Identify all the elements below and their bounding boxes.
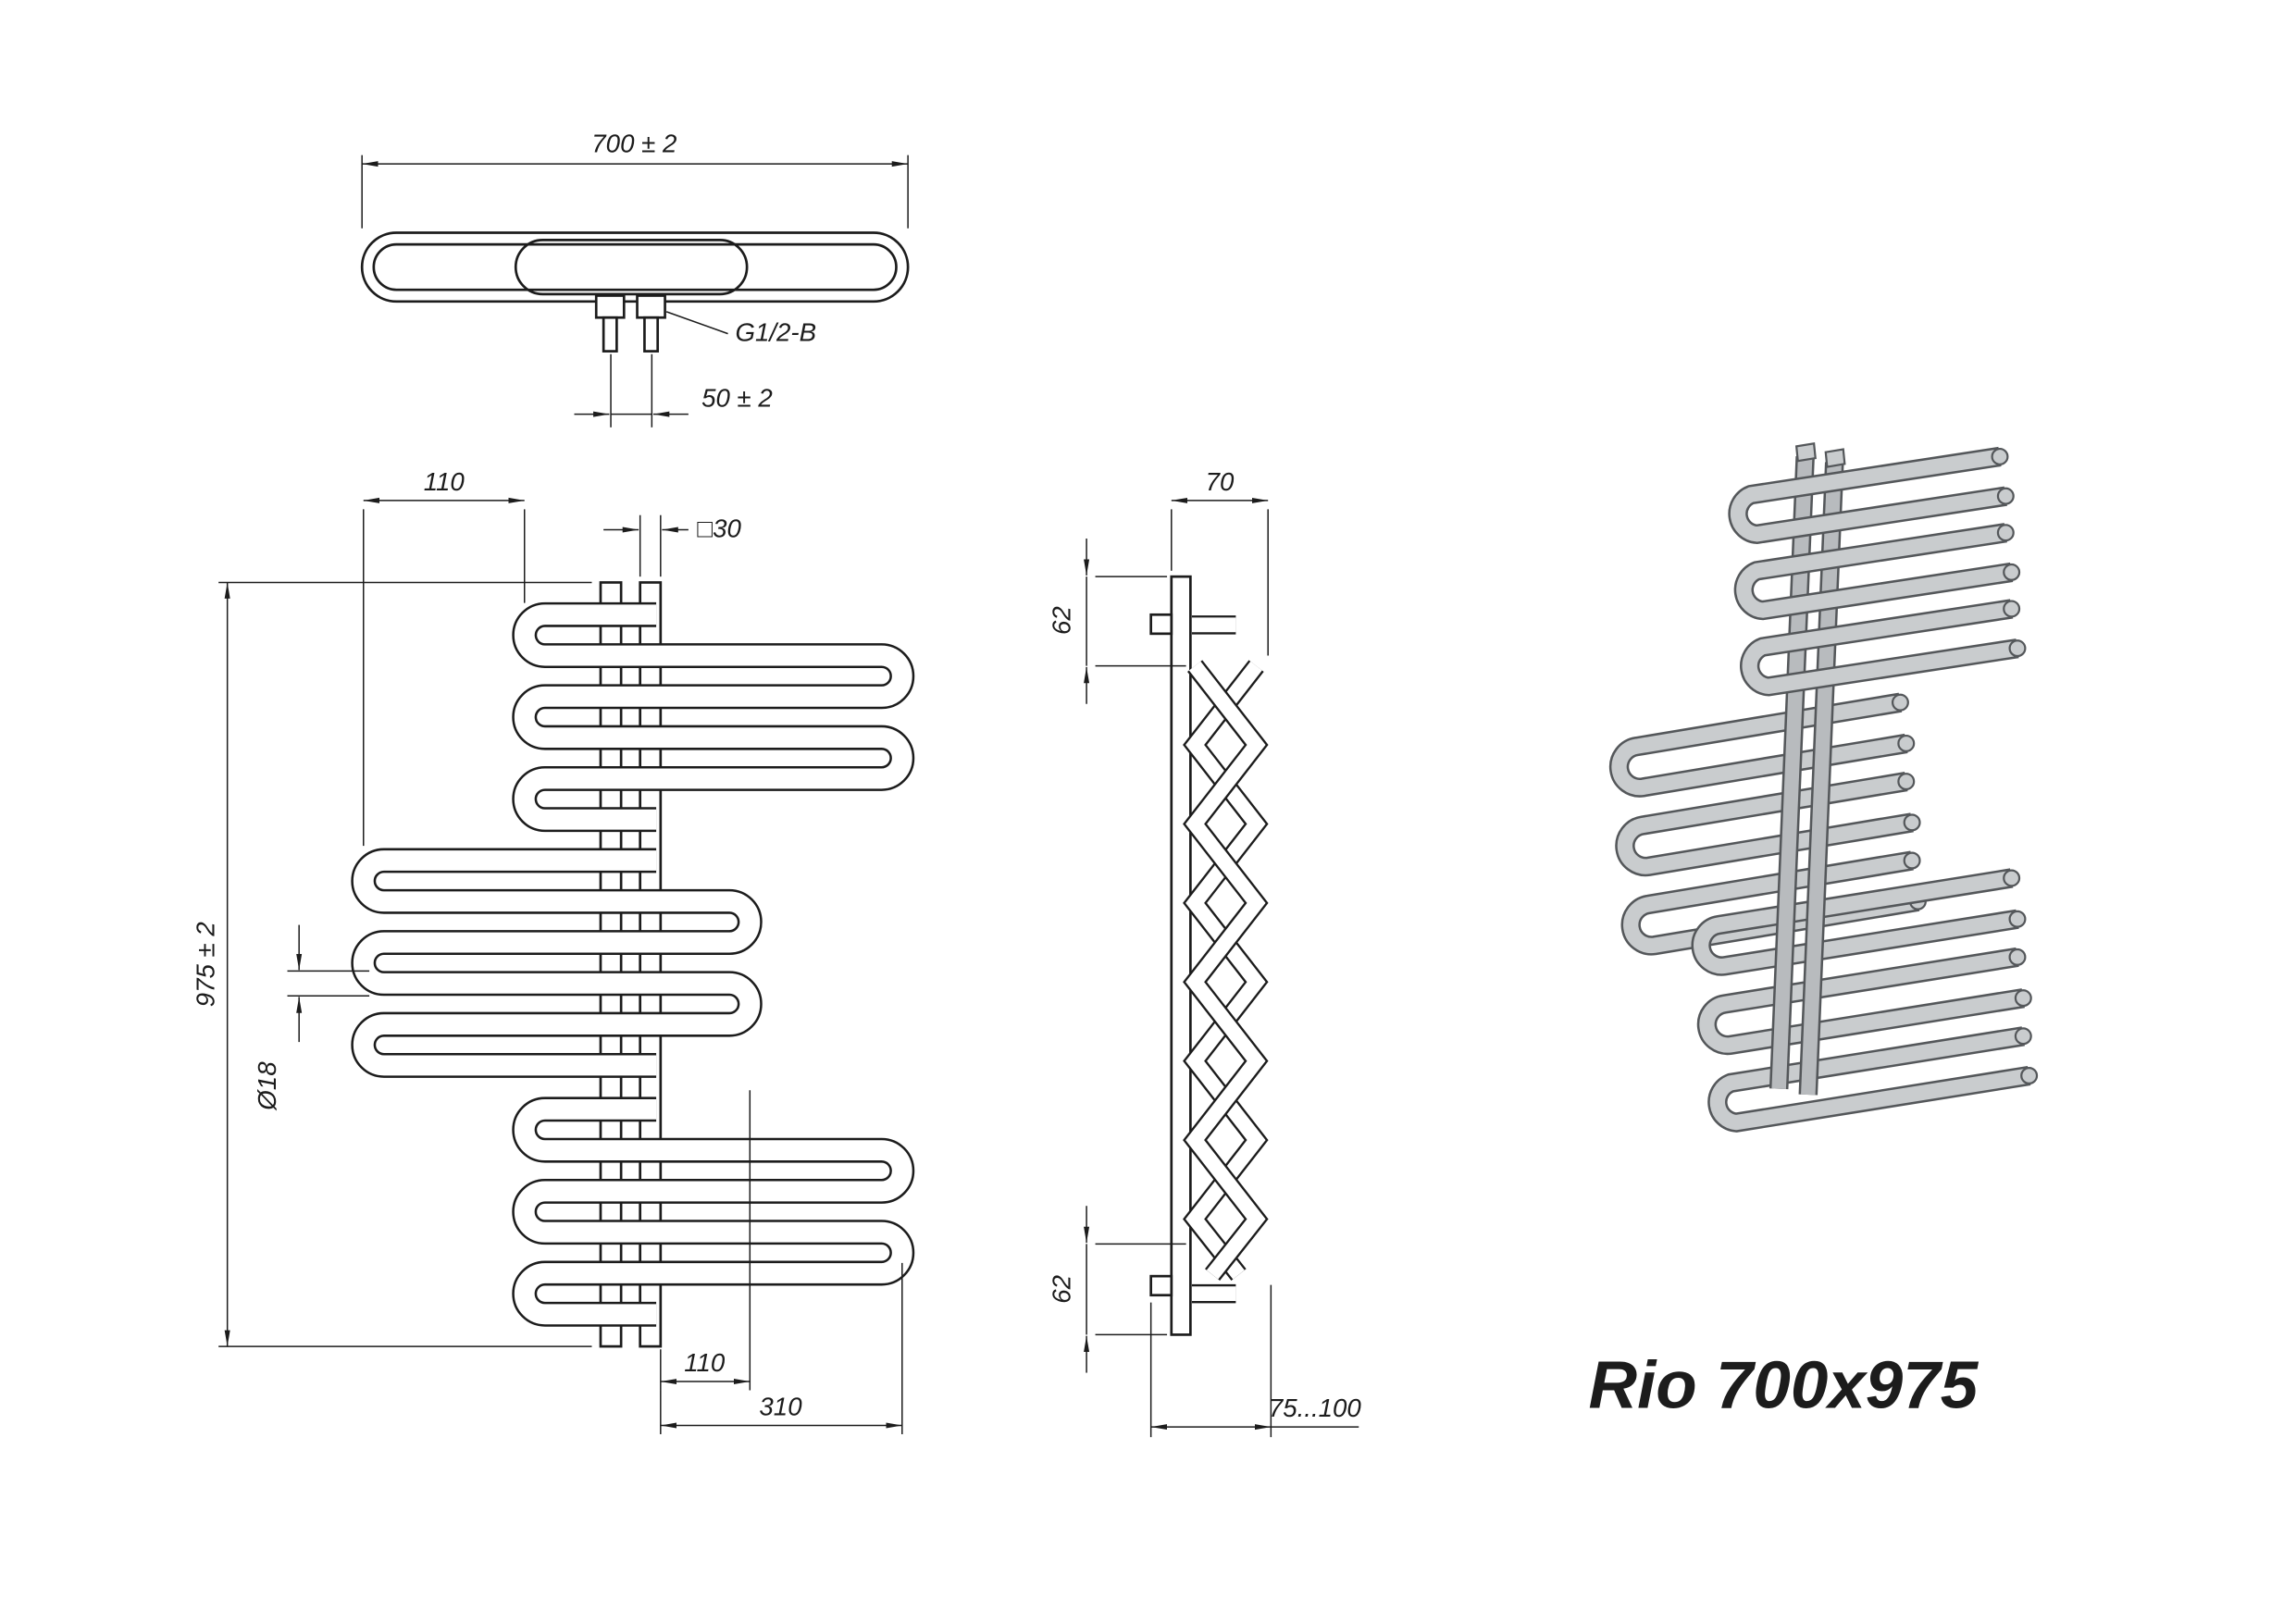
top-view-thread-callout: G1/2-B	[665, 311, 816, 347]
dim-700-label: 700 ± 2	[591, 129, 676, 157]
front-dim-110-bottom: 110	[660, 1090, 751, 1391]
side-rail	[1170, 575, 1192, 1336]
dim-50-label: 50 ± 2	[701, 384, 773, 413]
dim-62-top-label: 62	[1048, 606, 1076, 635]
dim-310-label: 310	[759, 1392, 802, 1420]
iso-coil-middle	[1608, 692, 1927, 956]
side-dim-62-bottom: 62	[1048, 1206, 1186, 1373]
front-view: 110 □30 975 ± 2 Ø18 110	[191, 467, 915, 1434]
dim-62-bottom-label: 62	[1048, 1275, 1076, 1304]
dim-square30-label: □30	[697, 514, 741, 542]
front-dim-310: 310	[660, 1262, 903, 1434]
dim-wall-label: 75...100	[1269, 1394, 1362, 1422]
dim-70-label: 70	[1206, 467, 1235, 496]
iso-coil-top	[1728, 446, 2027, 697]
dim-110-top-label: 110	[424, 467, 465, 496]
side-dim-wall: 75...100	[1149, 1284, 1362, 1438]
front-dim-975: 975 ± 2	[191, 581, 592, 1347]
dim-diameter18-label: Ø18	[253, 1061, 281, 1111]
thread-label: G1/2-B	[735, 318, 816, 347]
side-dim-62-top: 62	[1048, 539, 1186, 704]
iso-view	[1608, 441, 2039, 1133]
fitting-right	[636, 294, 666, 319]
front-dim-110-top: 110	[363, 467, 526, 847]
top-view: 700 ± 2 G1/2-B 50 ± 2	[360, 129, 910, 427]
coil-bottom	[512, 1096, 915, 1327]
front-dim-diameter18: Ø18	[253, 924, 370, 1111]
coil-top	[512, 601, 915, 833]
coil-middle	[351, 848, 763, 1078]
top-view-body	[360, 231, 910, 353]
front-dim-square30: □30	[603, 514, 741, 577]
model-title: Rio 700x975	[1589, 1348, 1980, 1423]
bracket-top	[1149, 613, 1173, 636]
top-view-dim-700: 700 ± 2	[361, 129, 909, 229]
dim-975-label: 975 ± 2	[191, 922, 219, 1007]
fitting-left	[594, 294, 626, 319]
bracket-bottom	[1149, 1274, 1173, 1297]
pipe-left	[602, 316, 618, 353]
side-coil-profile	[1183, 615, 1269, 1304]
side-dim-70: 70	[1171, 467, 1269, 656]
top-view-dim-50: 50 ± 2	[574, 353, 773, 427]
pipe-right	[643, 316, 660, 353]
iso-coil-bottom	[1691, 868, 2039, 1133]
dim-110-bottom-label: 110	[684, 1348, 726, 1377]
side-view: 70 62 62 75...100	[1048, 467, 1362, 1438]
